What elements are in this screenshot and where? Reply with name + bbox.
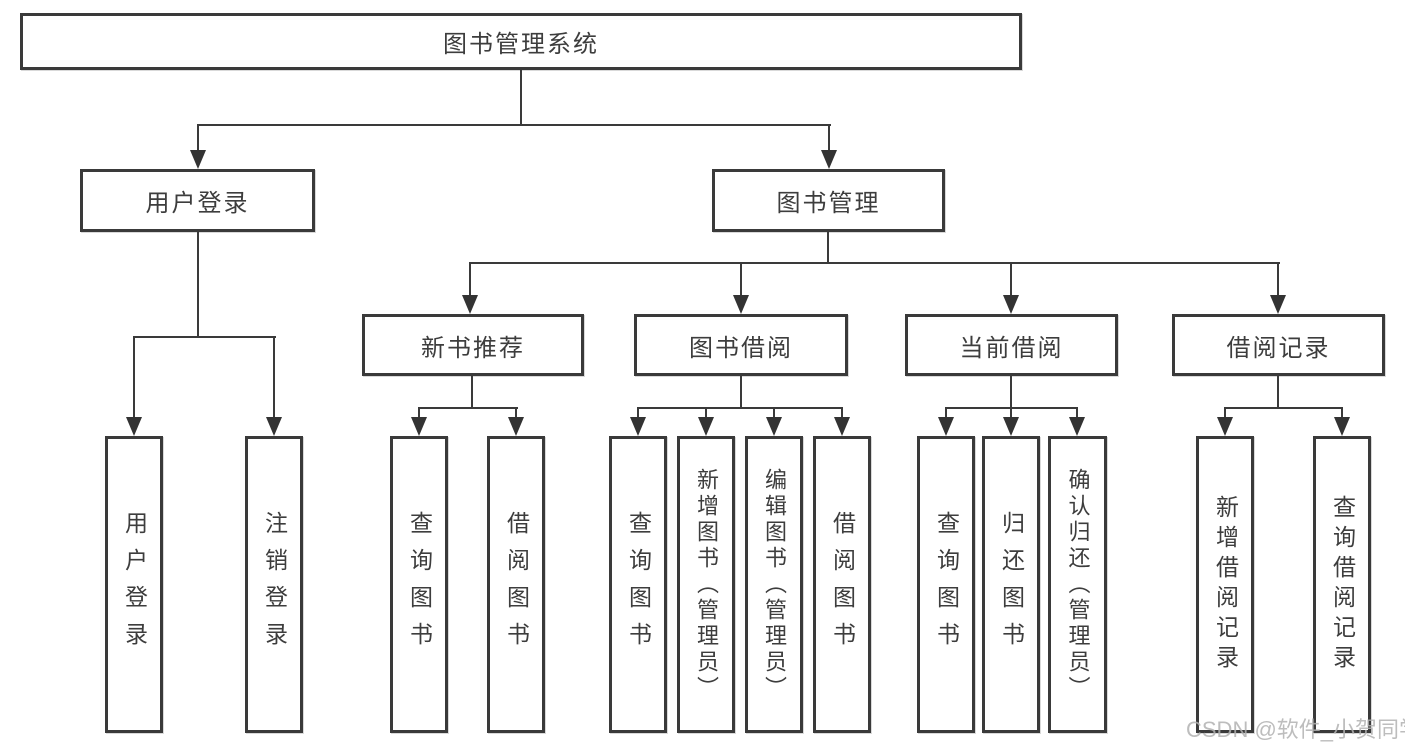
arrow-down-icon: [126, 417, 142, 436]
connector-book-mgmt-rail: [469, 262, 1280, 264]
csdn-watermark: CSDN @软件_小贺同学: [1186, 717, 1405, 742]
arrow-down-icon: [766, 417, 782, 436]
arrow-down-icon: [508, 417, 524, 436]
node-current-borrow: 当前借阅: [905, 314, 1118, 376]
connector-leaf-stem: [773, 407, 775, 420]
connector-leaf-stem: [841, 407, 843, 420]
arrow-down-icon: [1334, 417, 1350, 436]
node-new-book-rec: 新书推荐: [362, 314, 584, 376]
arrow-down-icon: [1069, 417, 1085, 436]
node-book-borrow: 图书借阅: [634, 314, 848, 376]
connector-new-book-rec-rail: [418, 407, 518, 409]
node-root: 图书管理系统: [20, 13, 1022, 70]
leaf-rec-borrow-book: 借阅图书: [487, 436, 545, 733]
arrow-down-icon: [411, 417, 427, 436]
connector-root-stem: [520, 70, 522, 126]
connector-new-book-rec-down: [471, 376, 473, 409]
connector-root-rail: [197, 124, 831, 126]
arrow-down-icon: [821, 150, 837, 169]
connector-borrow-records-stem: [1277, 262, 1279, 298]
connector-leaf-stem: [1224, 407, 1226, 420]
connector-leaf-stem: [1076, 407, 1078, 420]
connector-leaf-user-login-stem: [133, 336, 135, 419]
connector-book-borrow-rail: [637, 407, 843, 409]
connector-borrow-records-down: [1277, 376, 1279, 409]
leaf-br-add-record: 新增借阅记录: [1196, 436, 1254, 733]
connector-leaf-logout-stem: [273, 336, 275, 419]
arrow-down-icon: [462, 295, 478, 314]
leaf-br-query-record: 查询借阅记录: [1313, 436, 1371, 733]
connector-leaf-stem: [1010, 407, 1012, 420]
arrow-down-icon: [630, 417, 646, 436]
leaf-bb-edit-book: 编辑图书（管理员）: [745, 436, 803, 733]
connector-book-borrow-stem: [740, 262, 742, 298]
arrow-down-icon: [190, 150, 206, 169]
arrow-down-icon: [1217, 417, 1233, 436]
arrow-down-icon: [938, 417, 954, 436]
leaf-rec-query-book: 查询图书: [390, 436, 448, 733]
leaf-cb-return-book: 归还图书: [982, 436, 1040, 733]
connector-leaf-stem: [705, 407, 707, 420]
arrow-down-icon: [1270, 295, 1286, 314]
arrow-down-icon: [1003, 417, 1019, 436]
connector-leaf-stem: [418, 407, 420, 420]
connector-user-login-stem: [197, 124, 199, 154]
leaf-cb-query-book: 查询图书: [917, 436, 975, 733]
node-borrow-records: 借阅记录: [1172, 314, 1385, 376]
leaf-bb-add-book: 新增图书（管理员）: [677, 436, 735, 733]
arrow-down-icon: [266, 417, 282, 436]
connector-leaf-stem: [1341, 407, 1343, 420]
connector-leaf-stem: [637, 407, 639, 420]
arrow-down-icon: [1003, 295, 1019, 314]
connector-book-mgmt-stem: [828, 124, 830, 154]
leaf-user-login: 用户登录: [105, 436, 163, 733]
connector-user-login-down: [197, 232, 199, 338]
leaf-logout: 注销登录: [245, 436, 303, 733]
connector-leaf-stem: [515, 407, 517, 420]
node-user-login: 用户登录: [80, 169, 315, 232]
connector-current-borrow-down: [1010, 376, 1012, 409]
connector-book-borrow-down: [740, 376, 742, 409]
arrow-down-icon: [698, 417, 714, 436]
connector-borrow-records-rail: [1224, 407, 1343, 409]
connector-user-login-rail: [133, 336, 276, 338]
connector-leaf-stem: [945, 407, 947, 420]
connector-new-book-rec-stem: [469, 262, 471, 298]
leaf-bb-query-book: 查询图书: [609, 436, 667, 733]
node-book-mgmt: 图书管理: [712, 169, 945, 232]
leaf-cb-confirm-return: 确认归还（管理员）: [1048, 436, 1107, 733]
arrow-down-icon: [834, 417, 850, 436]
connector-book-mgmt-down: [827, 232, 829, 264]
leaf-bb-borrow-book: 借阅图书: [813, 436, 871, 733]
connector-current-borrow-stem: [1010, 262, 1012, 298]
arrow-down-icon: [733, 295, 749, 314]
